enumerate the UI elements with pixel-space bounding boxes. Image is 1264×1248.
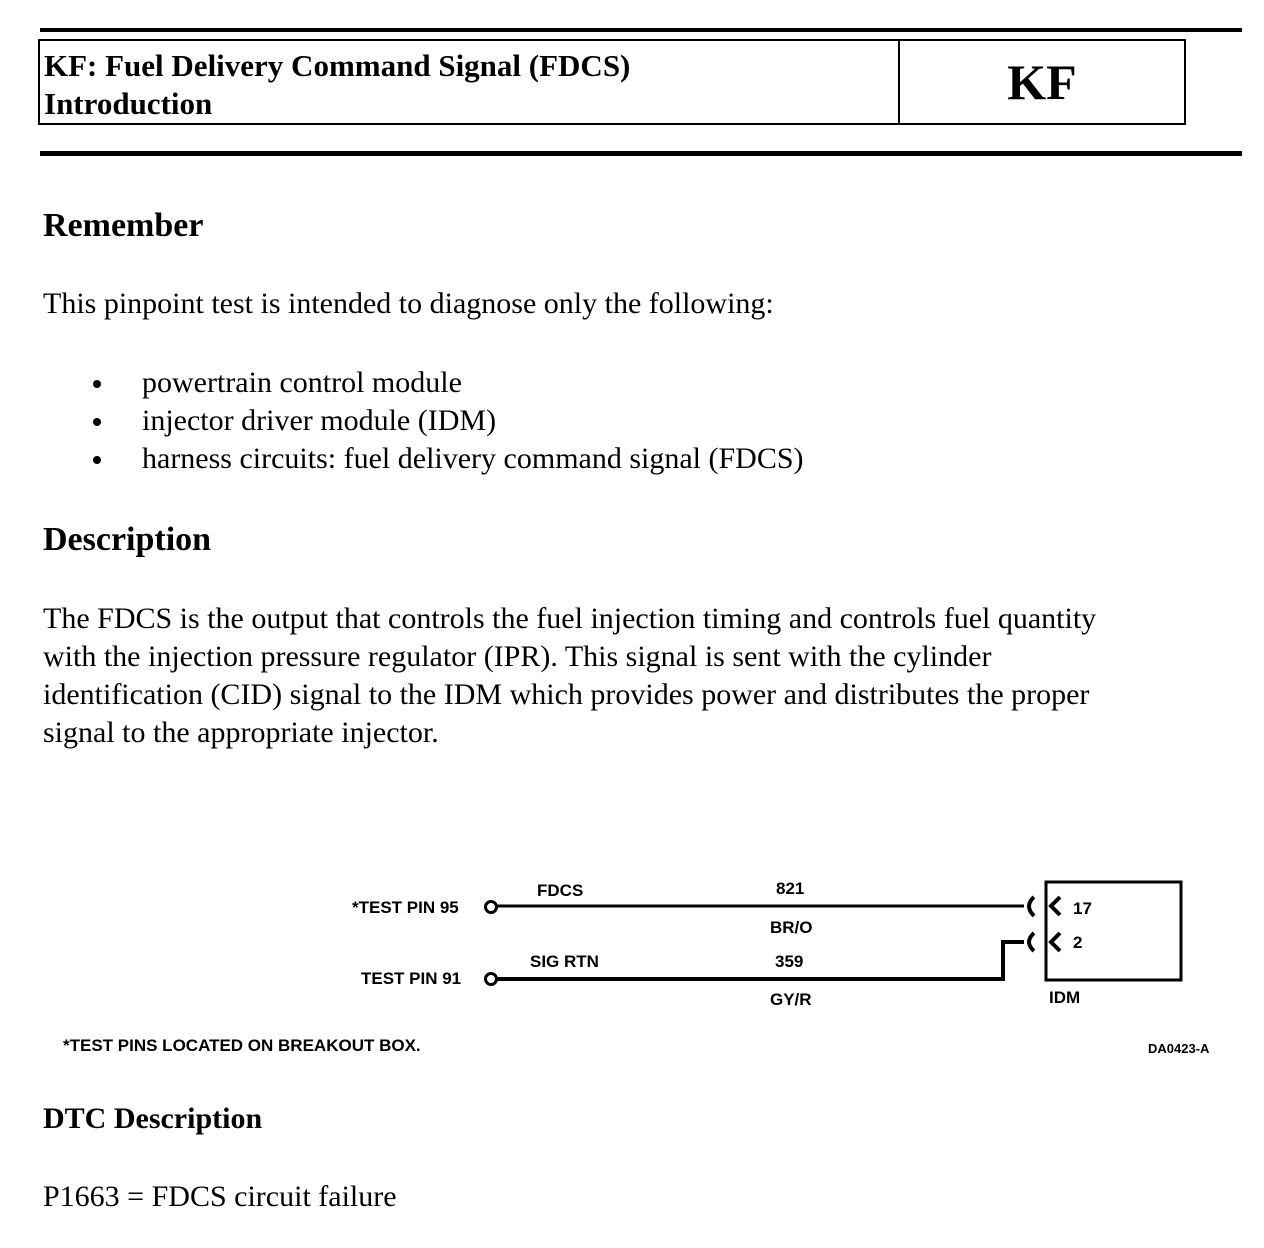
test-pin-91-label: TEST PIN 91 [361, 969, 461, 988]
sig-rtn-circuit-number: 359 [775, 952, 803, 971]
pin-2-contact-icon [1048, 931, 1062, 953]
remember-heading: Remember [43, 207, 204, 244]
sig-rtn-label: SIG RTN [530, 952, 599, 971]
header-bottom-rule [40, 151, 1242, 156]
diagram-footnote: *TEST PINS LOCATED ON BREAKOUT BOX. [63, 1036, 421, 1055]
test-pin-95-terminal [484, 900, 498, 914]
pin-17-contact-icon [1048, 895, 1062, 917]
list-item: injector driver module (IDM) [90, 402, 804, 440]
bullet-icon [93, 380, 101, 388]
description-line: with the injection pressure regulator (I… [43, 640, 992, 673]
list-item: harness circuits: fuel delivery command … [90, 440, 804, 478]
header-title-cell: KF: Fuel Delivery Command Signal (FDCS) … [40, 41, 900, 123]
remember-intro: This pinpoint test is intended to diagno… [43, 287, 774, 320]
fdcs-circuit-number: 821 [776, 879, 804, 898]
remember-list: powertrain control module injector drive… [90, 364, 804, 478]
fdcs-wire-color: BR/O [770, 918, 813, 937]
dtc-heading: DTC Description [43, 1102, 263, 1135]
header-title: KF: Fuel Delivery Command Signal (FDCS) … [44, 47, 630, 123]
description-body: The FDCS is the output that controls the… [43, 600, 1096, 752]
figure-id: DA0423-A [1148, 1041, 1210, 1056]
header-box: KF: Fuel Delivery Command Signal (FDCS) … [38, 39, 1186, 125]
test-pin-95-label: *TEST PIN 95 [352, 898, 459, 917]
pin-2-label: 2 [1073, 933, 1082, 952]
dtc-code-line: P1663 = FDCS circuit failure [43, 1180, 397, 1213]
sig-rtn-connector-icon [1027, 931, 1036, 953]
fdcs-label: FDCS [537, 881, 583, 900]
idm-module-box [1044, 880, 1183, 982]
description-line: The FDCS is the output that controls the… [43, 602, 1097, 635]
list-item: powertrain control module [90, 364, 804, 402]
bullet-icon [93, 418, 101, 426]
description-heading: Description [43, 521, 212, 558]
idm-label: IDM [1049, 988, 1080, 1007]
header-title-line2: Introduction [44, 86, 213, 121]
wiring-diagram: *TEST PIN 95 FDCS 821 BR/O TEST PIN 91 S… [63, 879, 1210, 1056]
fdcs-connector-icon [1027, 895, 1036, 918]
sig-rtn-wire-color: GY/R [770, 990, 812, 1009]
pin-17-label: 17 [1073, 899, 1092, 918]
test-pin-91-terminal [484, 972, 498, 986]
header-code: KF [1007, 54, 1077, 110]
sig-rtn-wire [497, 940, 1024, 981]
header-title-line1: KF: Fuel Delivery Command Signal (FDCS) [44, 48, 631, 83]
top-rule [40, 28, 1242, 32]
bullet-icon [93, 456, 101, 464]
description-line: signal to the appropriate injector. [43, 716, 439, 749]
description-line: identification (CID) signal to the IDM w… [43, 678, 1090, 711]
